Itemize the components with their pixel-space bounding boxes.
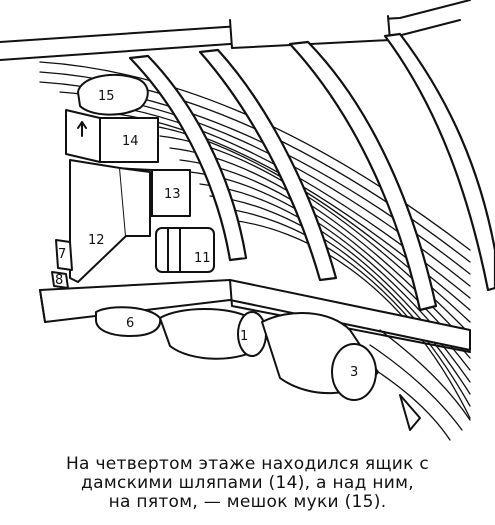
hatbox-crate — [65, 109, 159, 163]
label-1: 1 — [240, 329, 248, 344]
ship-hold-illustration: 15 14 13 12 11 7 8 6 1 3 — [0, 0, 495, 441]
barrel-3 — [261, 312, 379, 401]
label-15: 15 — [98, 89, 115, 104]
label-6: 6 — [126, 316, 134, 331]
label-14: 14 — [122, 134, 139, 149]
label-3: 3 — [350, 365, 358, 380]
flour-sack — [77, 73, 149, 116]
hull-ribs — [128, 32, 495, 312]
caption-line-2: дамскими шляпами (14), а над ним, — [81, 473, 414, 493]
caption-line-1: На четвертом этаже находился ящик с — [65, 454, 430, 474]
figure-caption: На четвертом этаже находился ящик с дамс… — [0, 455, 495, 525]
barrel-1 — [159, 308, 267, 360]
label-13: 13 — [164, 187, 181, 202]
upper-deck-beam — [0, 0, 471, 61]
barrel-6 — [95, 306, 162, 337]
crate-12 — [69, 159, 151, 283]
label-12: 12 — [88, 233, 105, 248]
crate-11 — [155, 227, 215, 273]
label-11: 11 — [194, 251, 211, 266]
label-8: 8 — [55, 273, 63, 288]
label-7: 7 — [58, 247, 66, 262]
caption-line-3: на пятом, — мешок муки (15). — [108, 492, 387, 512]
lower-deck-beam — [39, 279, 471, 353]
small-crates — [51, 239, 73, 289]
